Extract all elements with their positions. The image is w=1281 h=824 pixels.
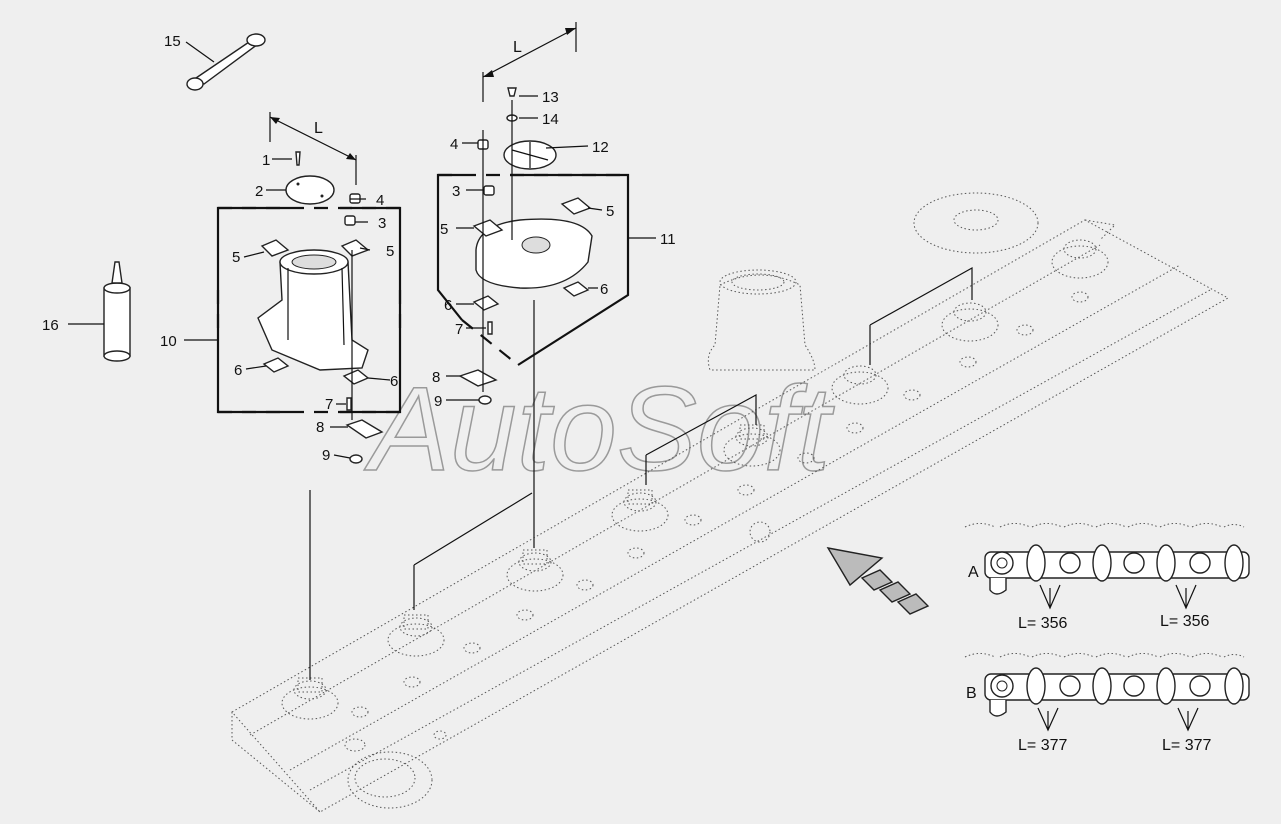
callout-4-left: 4: [376, 192, 384, 209]
config-a-right-length: L= 356: [1160, 613, 1209, 630]
callout-7-left: 7: [325, 396, 333, 413]
knife-8-right: [458, 369, 498, 387]
callout-3-right: 3: [452, 183, 460, 200]
disc-hubs: [281, 239, 1109, 720]
assembly-11: L: [436, 22, 656, 405]
plate-6-right-b: [562, 281, 590, 297]
callout-11: 11: [660, 231, 676, 248]
gasket-plate: [285, 175, 335, 205]
ghost-oval-disc: [913, 192, 1039, 254]
bolt-7-right: [487, 321, 493, 335]
cutter-bar: [231, 219, 1230, 813]
callout-6-left-a: 6: [234, 362, 242, 379]
hub-6: [831, 365, 889, 405]
plate-5-right: [340, 239, 370, 257]
config-a-letter: A: [968, 564, 979, 581]
plate-5-right-b: [560, 197, 592, 215]
callout-10: 10: [160, 333, 177, 350]
plate-6-right: [342, 369, 370, 385]
callout-6-right-a: 6: [444, 297, 452, 314]
callout-8-right: 8: [432, 369, 440, 386]
dimension-line-left: [269, 112, 357, 185]
bolt-13: [507, 87, 517, 97]
callout-5-right-b: 5: [606, 203, 614, 220]
plate-5-right-a: [472, 219, 504, 237]
callout-13: 13: [542, 89, 559, 106]
assembly-10: L: [184, 112, 402, 464]
dimension-label-left: L: [314, 120, 323, 137]
callout-7-right: 7: [455, 321, 463, 338]
config-inset-b: B L= 377 L= 377: [964, 653, 1250, 754]
hub-4: [611, 489, 669, 532]
callout-9-right: 9: [434, 393, 442, 410]
config-a-left-length: L= 356: [1018, 615, 1067, 632]
dimension-line-right: [482, 22, 577, 102]
hub-2: [387, 614, 445, 657]
plate-6-left: [262, 357, 290, 373]
knife-8-left: [345, 419, 384, 439]
callout-14: 14: [542, 111, 559, 128]
callout-6-right-b: 6: [600, 281, 608, 298]
dimension-label-right: L: [513, 39, 522, 56]
plate-5-left: [260, 239, 290, 257]
callout-16: 16: [42, 317, 59, 334]
hub-3: [506, 549, 564, 592]
config-b-left-length: L= 377: [1018, 737, 1067, 754]
bar-bolt-holes: [351, 291, 1089, 718]
callout-4-right: 4: [450, 136, 458, 153]
callout-2: 2: [255, 183, 263, 200]
callout-5-left-b: 5: [386, 243, 394, 260]
ghost-drum-cover: [707, 269, 816, 371]
callout-6-left-b: 6: [390, 373, 398, 390]
assembly-leaders: [309, 266, 973, 680]
nut-3-left: [344, 215, 356, 226]
callout-8-left: 8: [316, 419, 324, 436]
callout-15: 15: [164, 33, 181, 50]
callout-3-left: 3: [378, 215, 386, 232]
bolt-7-left: [346, 397, 352, 411]
callout-1: 1: [262, 152, 270, 169]
callout-12: 12: [592, 139, 609, 156]
screw-1: [295, 151, 301, 166]
config-b-letter: B: [966, 685, 977, 702]
callout-5-left-a: 5: [232, 249, 240, 266]
hub-5: [723, 424, 781, 467]
plate-6-right-a: [472, 295, 500, 311]
hub-7: [941, 302, 999, 342]
wrench-15: [185, 33, 266, 91]
hub-8: [1051, 239, 1109, 279]
watermark-text: AutoSoft: [364, 362, 835, 496]
bolt-9-right: [478, 395, 492, 405]
config-b-right-length: L= 377: [1162, 737, 1211, 754]
nut-3-right: [483, 185, 495, 196]
callout-numbers: 15 16 10 1 2 4 3 5 5 6 6 7 8 9 13 14 12 …: [42, 33, 676, 464]
callout-5-right-a: 5: [440, 221, 448, 238]
bolt-9-left: [349, 454, 363, 464]
callout-9-left: 9: [322, 447, 330, 464]
mower-disc: [475, 218, 593, 289]
grease-tube-16: [68, 261, 131, 362]
direction-arrow: [826, 547, 930, 615]
hub-1: [281, 677, 339, 720]
config-inset-a: A L= 356 L= 356: [964, 523, 1250, 632]
